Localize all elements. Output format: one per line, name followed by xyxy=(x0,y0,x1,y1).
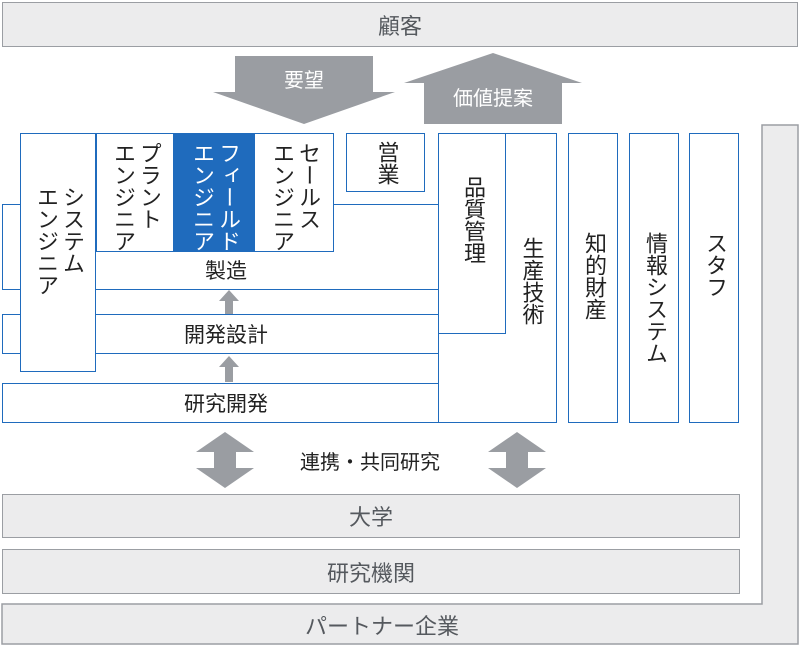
production-tech-label: 生産技術 xyxy=(518,237,544,325)
info-system-label: 情報システム xyxy=(642,232,667,364)
request-label: 要望 xyxy=(284,67,324,92)
request-arrow-down-icon xyxy=(213,56,395,124)
quality-control-box: 品質管理 xyxy=(438,133,506,334)
university-bar: 大学 xyxy=(2,494,740,538)
plant-engineer-label: プラントエンジニア xyxy=(110,142,161,252)
info-system-box: 情報システム xyxy=(629,133,679,423)
value-proposal-label: 価値提案 xyxy=(453,85,533,110)
research-institute-label: 研究機関 xyxy=(326,561,415,587)
system-engineer-label: システムエンジニア xyxy=(33,186,84,296)
system-engineer-box: システムエンジニア xyxy=(20,133,96,372)
sales-label: 営業 xyxy=(373,140,399,185)
partner-frame xyxy=(1,124,799,645)
university-label: 大学 xyxy=(348,506,393,531)
ip-label: 知的財産 xyxy=(581,232,606,320)
plant-engineer-box: プラントエンジニア xyxy=(96,133,174,252)
research-institute-bar: 研究機関 xyxy=(2,549,740,594)
customer-label: 顧客 xyxy=(377,14,422,40)
sales-engineer-label: セールスエンジニア xyxy=(269,142,320,252)
quality-control-label: 品質管理 xyxy=(460,176,485,264)
research-development-band xyxy=(2,383,452,423)
partner-label: パートナー企業 xyxy=(304,615,459,640)
manufacturing-label: 製造 xyxy=(205,259,247,283)
field-engineer-box: フィールドエンジニア xyxy=(174,133,254,252)
staff-box: スタフ xyxy=(689,133,739,423)
staff-label: スタフ xyxy=(702,232,727,298)
ip-box: 知的財産 xyxy=(568,133,618,423)
field-engineer-label: フィールドエンジニア xyxy=(189,142,240,252)
sales-box: 営業 xyxy=(346,133,425,192)
collaboration-label: 連携・共同研究 xyxy=(300,449,440,474)
up-arrow-icon xyxy=(219,356,239,382)
customer-bar: 顧客 xyxy=(2,2,798,47)
sales-engineer-box: セールスエンジニア xyxy=(254,133,334,252)
up-arrow-icon xyxy=(219,290,239,314)
collaboration-arrow-right-icon xyxy=(488,432,546,488)
development-design-label: 開発設計 xyxy=(184,323,268,347)
collaboration-arrow-left-icon xyxy=(196,432,254,488)
research-development-label: 研究開発 xyxy=(184,392,268,416)
value-proposal-arrow-up-icon xyxy=(404,53,582,124)
